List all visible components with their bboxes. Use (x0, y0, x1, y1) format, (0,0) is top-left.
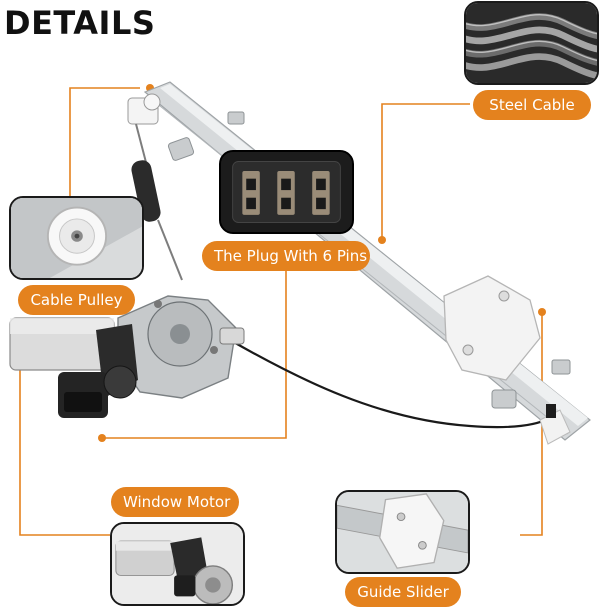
label-steel-cable: Steel Cable (473, 90, 591, 120)
leader-window-motor (19, 365, 110, 536)
cable-pulley-inset (9, 196, 144, 280)
window-motor-inset (110, 522, 245, 606)
label-plug: The Plug With 6 Pins (202, 241, 370, 271)
steel-cable (131, 123, 551, 429)
gearbox-bracket (117, 295, 245, 399)
steel-cable-photo (466, 3, 597, 83)
guide-slider-photo (337, 492, 468, 572)
guide-slider-inset (335, 490, 470, 574)
leader-plug (102, 265, 287, 439)
leader-cable-pulley (69, 87, 140, 200)
top-pulley (127, 93, 161, 125)
steel-cable-inset (464, 1, 599, 85)
guide-slider-part (443, 275, 571, 445)
label-guide-slider: Guide Slider (345, 577, 461, 607)
plug-inset (219, 150, 354, 234)
leader-steel-cable (381, 103, 470, 240)
label-cable-pulley: Cable Pulley (18, 285, 135, 315)
leader-dot (378, 236, 386, 244)
page-title: DETAILS (4, 4, 156, 42)
window-motor-photo (112, 524, 243, 604)
leader-dot (98, 434, 106, 442)
plug-photo (221, 152, 352, 232)
label-window-motor: Window Motor (111, 487, 239, 517)
cable-pulley-photo (11, 198, 142, 278)
window-motor-body (9, 317, 138, 418)
leader-dot (538, 308, 546, 316)
